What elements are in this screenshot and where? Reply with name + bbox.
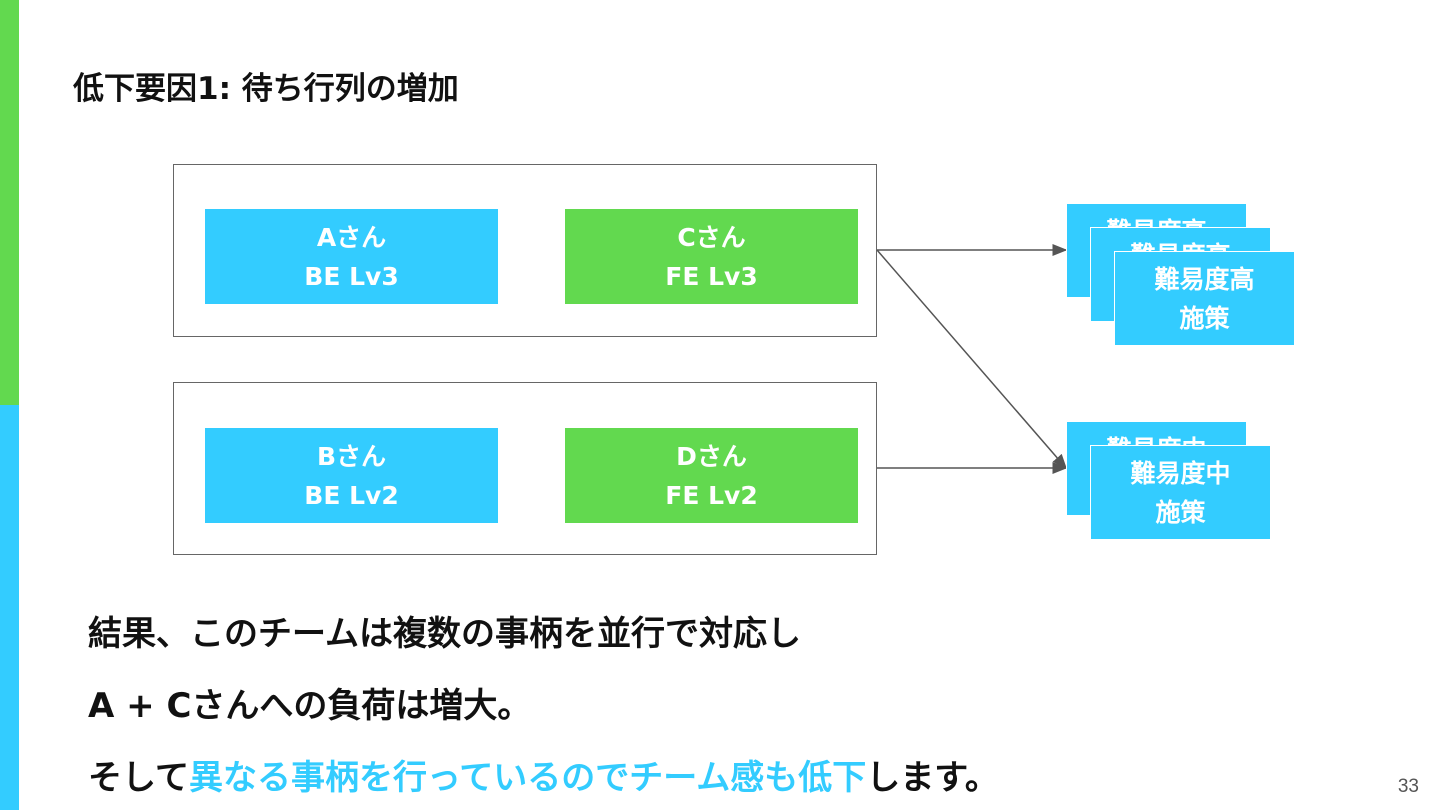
member-level: BE Lv3 — [304, 261, 399, 291]
task-card-sublabel: 施策 — [1155, 497, 1206, 527]
task-card-label: 難易度高 — [1154, 264, 1255, 294]
member-name: Cさん — [677, 222, 746, 252]
task-card-high-3: 難易度高 施策 — [1114, 251, 1295, 346]
conclusion-line-1: 結果、このチームは複数の事柄を並行で対応し — [88, 614, 801, 654]
conclusion-line-2: A + Cさんへの負荷は増大。 — [88, 686, 532, 726]
member-card-b: Bさん BE Lv2 — [205, 428, 498, 523]
member-card-a: Aさん BE Lv3 — [205, 209, 498, 304]
conclusion-line-3: そして異なる事柄を行っているのでチーム感も低下します。 — [88, 750, 999, 799]
task-card-sublabel: 施策 — [1179, 303, 1230, 333]
member-name: Dさん — [676, 441, 747, 471]
member-level: FE Lv3 — [665, 261, 758, 291]
task-card-mid-2: 難易度中 施策 — [1090, 445, 1271, 540]
conclusion-suffix: します。 — [866, 758, 999, 798]
page-number: 33 — [1397, 776, 1419, 797]
member-name: Aさん — [316, 222, 387, 252]
member-level: FE Lv2 — [665, 480, 758, 510]
member-card-d: Dさん FE Lv2 — [565, 428, 858, 523]
member-card-c: Cさん FE Lv3 — [565, 209, 858, 304]
task-card-label: 難易度中 — [1130, 458, 1231, 488]
member-level: BE Lv2 — [304, 480, 399, 510]
conclusion-highlight: 異なる事柄を行っているのでチーム感も低下 — [188, 758, 867, 798]
page-title: 低下要因1: 待ち行列の増加 — [73, 71, 459, 107]
member-name: Bさん — [316, 441, 387, 471]
arrow-team1-to-mid — [876, 249, 1067, 470]
accent-bar-green — [0, 0, 19, 405]
conclusion-prefix: そして — [88, 758, 189, 798]
accent-bar-blue — [0, 405, 19, 810]
